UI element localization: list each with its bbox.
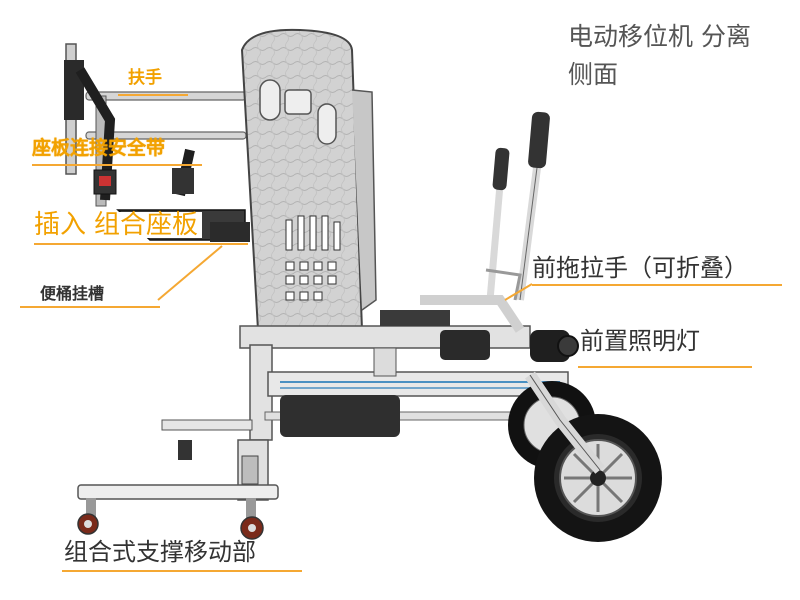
support-base-underline <box>62 570 302 572</box>
motor-housing <box>280 330 490 437</box>
caster-wheel-right <box>240 498 264 540</box>
diagram-title-line2: 侧面 <box>568 60 619 89</box>
armrest-label: 扶手 <box>128 68 162 88</box>
backrest <box>240 28 377 331</box>
seat-belt <box>75 67 195 201</box>
front-handle <box>485 111 550 301</box>
front-light <box>530 330 579 362</box>
support-base <box>77 419 279 501</box>
potty-slot-underline <box>20 306 160 308</box>
seat-belt-underline <box>32 164 202 166</box>
armrest-underline <box>118 94 188 96</box>
wheel-fork <box>525 371 605 474</box>
front-light-underline <box>578 366 752 368</box>
handle-leader <box>504 283 533 301</box>
insert-label: 插入 <box>34 210 87 240</box>
potty-slot-label: 便桶挂槽 <box>40 284 105 303</box>
seat-board-label: 组合座板 <box>90 212 203 238</box>
front-wheel <box>534 414 662 542</box>
front-handle-underline <box>532 284 782 286</box>
seat-board-underline <box>34 243 248 245</box>
front-handle-label: 前拖拉手（可折叠） <box>532 254 748 282</box>
potty-slot-leader <box>157 245 223 301</box>
caster-wheel-left <box>77 498 99 535</box>
support-base-label: 组合式支撑移动部 <box>64 538 256 566</box>
seat-belt-label: 座板连接安全带 <box>32 137 166 159</box>
diagram-title-line1: 电动移位机 分离 <box>568 22 751 51</box>
front-light-label: 前置照明灯 <box>580 327 700 355</box>
